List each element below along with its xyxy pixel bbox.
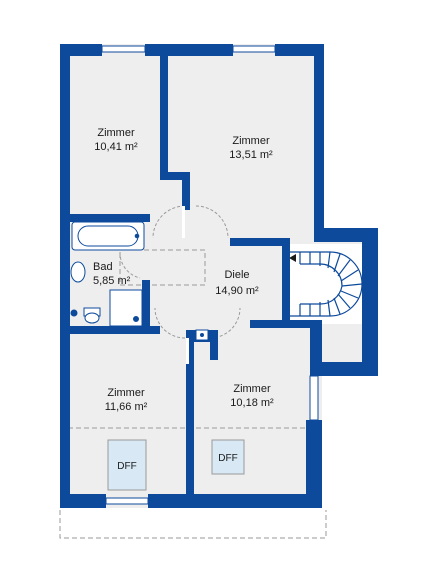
toilet-icon — [70, 307, 101, 324]
walls — [60, 44, 378, 508]
room-label-zimmer-nw: Zimmer 10,41 m² — [94, 127, 138, 153]
room-area: 11,66 m² — [105, 401, 148, 413]
shower-icon — [109, 289, 143, 327]
room-label-zimmer-sw: Zimmer 11,66 m² — [105, 387, 148, 413]
room-label-zimmer-ne: Zimmer 13,51 m² — [229, 135, 273, 161]
room-area: 10,18 m² — [230, 397, 274, 409]
room-area: 5,85 m² — [93, 275, 131, 287]
skylight-label: DFF — [218, 453, 237, 464]
room-label-bad: Bad 5,85 m² — [93, 261, 131, 287]
room-name: Zimmer — [97, 127, 135, 139]
skylight-dff-left: DFF — [107, 439, 147, 491]
room-label-diele: Diele 14,90 m² — [215, 269, 259, 297]
room-name: Diele — [224, 269, 249, 281]
room-area: 14,90 m² — [215, 285, 259, 297]
room-name: Zimmer — [107, 387, 145, 399]
washbasin-icon — [70, 261, 86, 283]
room-name: Zimmer — [233, 383, 271, 395]
room-name: Zimmer — [232, 135, 270, 147]
room-label-zimmer-se: Zimmer 10,18 m² — [230, 383, 274, 409]
windows — [101, 45, 319, 505]
skylight-dff-right: DFF — [211, 439, 245, 475]
floor-area — [60, 44, 378, 508]
chimney-markers — [195, 329, 209, 341]
staircase-icon — [290, 244, 363, 324]
room-name: Bad — [93, 261, 113, 273]
room-area: 13,51 m² — [229, 149, 273, 161]
skylight-label: DFF — [117, 461, 136, 472]
room-area: 10,41 m² — [94, 141, 138, 153]
bathtub-icon — [71, 221, 145, 251]
arrow-left-icon — [289, 254, 296, 262]
